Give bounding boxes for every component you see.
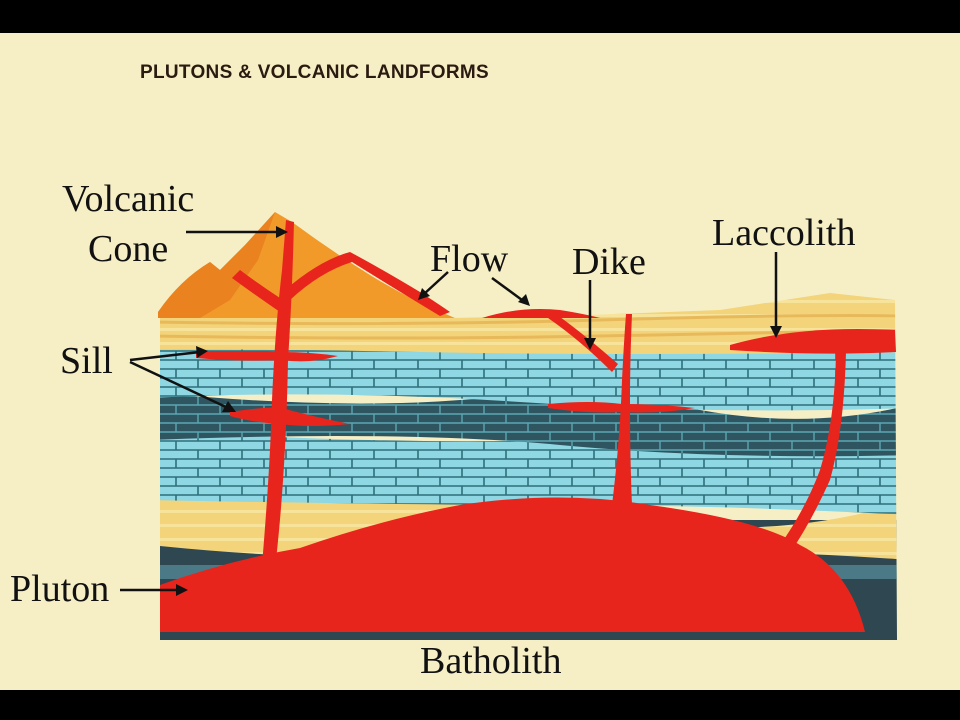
label-laccolith: Laccolith: [712, 212, 856, 254]
batholith-body: [160, 497, 865, 632]
label-sill: Sill: [60, 340, 113, 382]
diagonal-dike: [548, 314, 618, 372]
label-batholith: Batholith: [420, 640, 562, 682]
surface-flow: [482, 309, 600, 318]
label-pluton: Pluton: [10, 568, 110, 610]
volcanic-cone: [158, 212, 455, 318]
label-dike: Dike: [572, 241, 646, 283]
sill-arrow-lower: [129, 360, 229, 410]
flow-arrow-left: [423, 271, 449, 295]
flow-arrow-right: [491, 276, 523, 302]
middle-shale-layer: [160, 392, 897, 457]
dike-sill: [548, 402, 695, 413]
upper-limestone-layer: [160, 348, 897, 411]
lower-sill: [230, 407, 350, 426]
label-arrows: [120, 226, 782, 596]
label-flow: Flow: [430, 238, 509, 280]
flow-branch: [285, 252, 450, 316]
label-cone: Cone: [88, 228, 169, 270]
label-volcanic: Volcanic: [62, 178, 195, 220]
diagram-title: PLUTONS & VOLCANIC LANDFORMS: [140, 62, 489, 83]
laccolith-body: [730, 329, 896, 354]
cone-branch: [232, 270, 283, 312]
laccolith-feeder: [780, 352, 846, 550]
volcano-conduit: [262, 220, 294, 565]
upper-sill: [196, 351, 338, 362]
magma-bodies: [160, 220, 896, 632]
sill-arrow-upper: [129, 350, 201, 362]
